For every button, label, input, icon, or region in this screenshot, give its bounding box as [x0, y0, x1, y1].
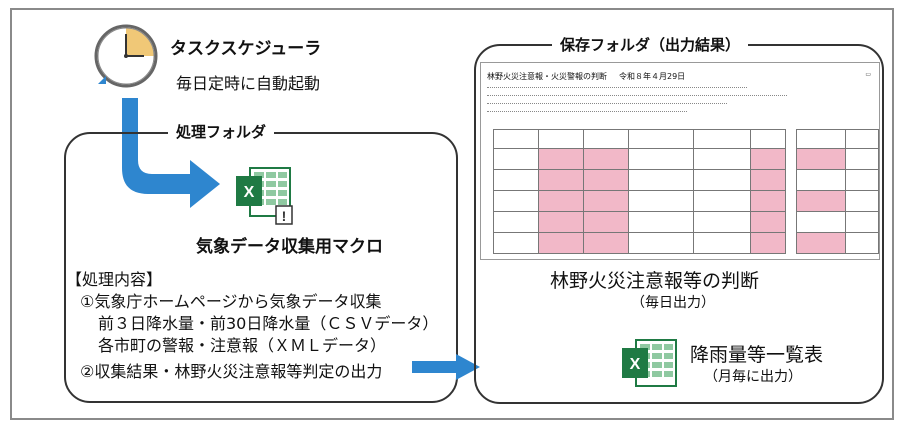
doc-table-cell: [750, 232, 786, 254]
doc-table-cell: [538, 190, 584, 212]
content-line-1: ①気象庁ホームページから気象データ収集: [80, 292, 382, 311]
doc-table-cell: [750, 169, 786, 191]
doc-table-cell: [493, 232, 539, 254]
doc-table-cell: [693, 148, 751, 170]
output-document-preview: 林野火災注意報・火災警報の判断 令和８年４月29日 ▭: [480, 62, 880, 260]
doc-table-cell: [493, 148, 539, 170]
doc-table-row: [493, 190, 879, 212]
doc-table-cell: [796, 190, 846, 212]
doc-table-row: [493, 148, 879, 170]
doc-table-cell: [583, 232, 629, 254]
doc-table-cell: [693, 190, 751, 212]
doc-table-cell: [628, 211, 694, 233]
doc-note-line: [487, 87, 747, 90]
flow-arrow-down-right: [122, 98, 220, 208]
doc-table-cell: [845, 169, 879, 191]
doc-table-cell: [693, 169, 751, 191]
doc-note-line: [487, 103, 727, 106]
doc-table-cell: [538, 148, 584, 170]
doc-table-cell: [583, 148, 629, 170]
doc-table-cell: [693, 211, 751, 233]
doc-table-cell: [538, 211, 584, 233]
doc-table-cell: [628, 190, 694, 212]
doc-table-row: [493, 232, 879, 254]
doc-table-cell: [493, 169, 539, 191]
doc-title: 林野火災注意報・火災警報の判断: [487, 72, 607, 81]
doc-table-cell: [796, 232, 846, 254]
excel-macro-icon: X !: [236, 167, 293, 225]
svg-text:X: X: [630, 356, 641, 373]
svg-text:!: !: [282, 208, 287, 224]
doc-table-cell: [628, 232, 694, 254]
scheduler-subtitle: 毎日定時に自動起動: [176, 74, 321, 93]
content-header: 【処理内容】: [66, 270, 163, 289]
judgment-title: 林野火災注意報等の判断: [550, 270, 760, 292]
doc-date: 令和８年４月29日: [619, 72, 686, 81]
doc-table-cell: [845, 148, 879, 170]
doc-table-cell: [786, 170, 797, 191]
doc-table-row: [493, 169, 879, 191]
doc-table-cell: [628, 148, 694, 170]
excel-icon: X: [622, 339, 677, 387]
doc-table-cell: [493, 190, 539, 212]
doc-table-cell: [845, 211, 879, 233]
doc-table-cell: [796, 148, 846, 170]
doc-table-cell: [845, 190, 879, 212]
content-line-3: 各市町の警報・注意報（ＸＭＬデータ）: [98, 336, 387, 355]
doc-table-cell: [538, 169, 584, 191]
doc-table-row: [493, 211, 879, 233]
doc-table-cell: [538, 232, 584, 254]
judgment-subtitle: （毎日出力）: [631, 295, 715, 311]
save-folder-label: 保存フォルダ（出力結果）: [552, 34, 749, 55]
content-line-4: ②収集結果・林野火災注意報等判定の出力: [80, 362, 383, 381]
doc-table-cell: [845, 232, 879, 254]
doc-table-cell: [786, 191, 797, 212]
doc-table-cell: [786, 233, 797, 254]
doc-corner-mark: ▭: [865, 71, 871, 78]
doc-table-cell: [583, 190, 629, 212]
doc-table-cell: [583, 169, 629, 191]
scheduler-title: タスクスケジューラ: [170, 39, 322, 59]
list-title: 降雨量等一覧表: [690, 344, 824, 366]
doc-table-cell: [693, 232, 751, 254]
doc-note-line: [487, 111, 687, 114]
doc-table-cell: [786, 212, 797, 233]
doc-table-cell: [750, 211, 786, 233]
macro-label: 気象データ収集用マクロ: [196, 237, 383, 257]
clock-icon: [94, 24, 158, 88]
doc-table-cell: [796, 211, 846, 233]
content-line-2: 前３日降水量・前30日降水量（ＣＳＶデータ）: [98, 314, 439, 333]
doc-table-cell: [786, 149, 797, 170]
doc-table-cell: [796, 169, 846, 191]
svg-text:X: X: [244, 184, 255, 201]
list-subtitle: （月毎に出力）: [704, 369, 802, 385]
doc-table-cell: [583, 211, 629, 233]
doc-table-cell: [493, 211, 539, 233]
flow-arrow-right: [412, 354, 480, 380]
doc-note-line: [487, 95, 787, 98]
doc-table-cell: [628, 169, 694, 191]
doc-table-cell: [750, 190, 786, 212]
processing-folder-label: 処理フォルダ: [168, 121, 275, 142]
doc-table-cell: [750, 148, 786, 170]
doc-table: [493, 129, 879, 254]
